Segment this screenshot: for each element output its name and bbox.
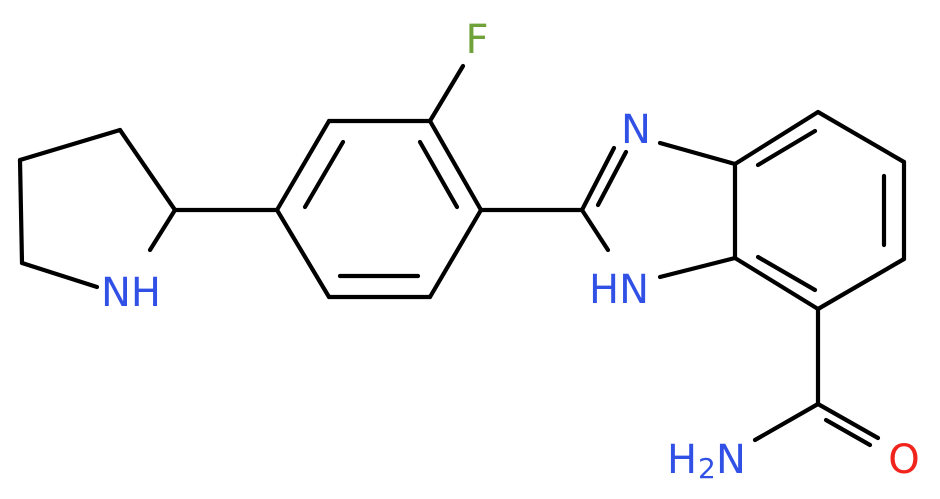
bond bbox=[417, 139, 460, 210]
bond bbox=[579, 145, 617, 213]
bond bbox=[17, 127, 123, 163]
bond bbox=[274, 207, 332, 300]
bond bbox=[823, 417, 873, 448]
bond bbox=[732, 255, 821, 312]
bond bbox=[147, 207, 178, 253]
amine-h-label: H bbox=[667, 437, 697, 483]
amine-n-label: N bbox=[716, 437, 746, 483]
bond bbox=[595, 149, 629, 208]
bond bbox=[657, 255, 738, 280]
bond bbox=[815, 109, 907, 165]
carboxamide-group bbox=[752, 306, 881, 448]
atom-label-oxygen: O bbox=[888, 437, 919, 483]
bond bbox=[657, 140, 738, 167]
atom-label-amine-nh2: H 2 N bbox=[667, 437, 746, 485]
bond bbox=[17, 157, 25, 266]
bond bbox=[427, 118, 484, 213]
bond bbox=[579, 207, 611, 253]
bond bbox=[274, 118, 332, 213]
bond bbox=[427, 207, 484, 300]
bond bbox=[19, 260, 100, 290]
atom-label-ring-nh: HN bbox=[589, 267, 649, 313]
bond bbox=[815, 401, 881, 441]
bond bbox=[755, 128, 818, 168]
imidazole-ring bbox=[579, 140, 738, 280]
pyrrolidine-ring bbox=[17, 127, 178, 290]
bond bbox=[427, 63, 466, 124]
bond bbox=[732, 109, 821, 167]
bond bbox=[755, 254, 818, 293]
amine-subscript: 2 bbox=[698, 452, 716, 485]
bond bbox=[815, 256, 907, 312]
bond bbox=[302, 139, 346, 210]
benzo-ring bbox=[732, 109, 907, 312]
atom-label-pyrrolidine-nh: NH bbox=[101, 270, 161, 316]
bond bbox=[752, 401, 821, 443]
atom-label-fluorine: F bbox=[465, 17, 488, 63]
atom-label-imine-nitrogen: N bbox=[621, 107, 651, 153]
fluorophenyl-ring bbox=[274, 118, 484, 300]
bond bbox=[117, 127, 178, 213]
